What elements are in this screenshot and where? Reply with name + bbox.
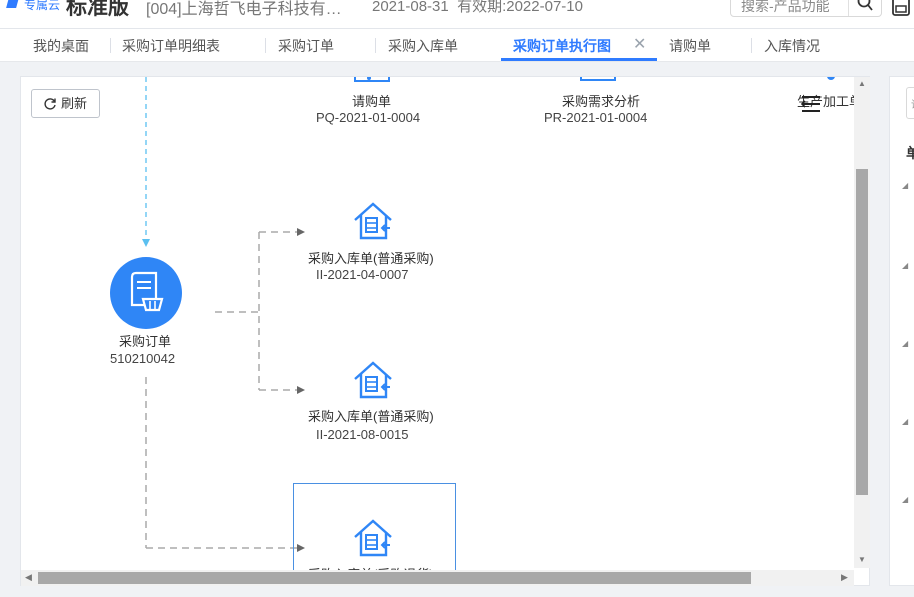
date-info: 2021-08-31 有效期:2022-07-10: [372, 0, 583, 16]
tab-divider: [751, 38, 752, 53]
tab-receipt-status[interactable]: 入库情况: [764, 38, 820, 54]
tab-divider: [265, 38, 266, 53]
node-label-receipt-1: 采购入库单(普通采购): [308, 251, 434, 266]
node-code-purchase-order[interactable]: 510210042: [110, 351, 176, 366]
warehouse-receipt-icon[interactable]: [352, 200, 394, 242]
purchase-order-icon: [130, 271, 164, 312]
side-panel-title: 单: [906, 143, 914, 163]
node-code-demand-analysis[interactable]: PR-2021-01-0004: [544, 110, 648, 125]
search-box: [730, 0, 882, 17]
production-icon: [827, 77, 835, 80]
caret-icon[interactable]: ◢: [902, 495, 909, 504]
requisition-icon: [354, 77, 390, 82]
warehouse-receipt-icon[interactable]: [352, 359, 394, 401]
execution-graph-panel: 刷新 请购单 PQ-2021-01-0004 采购需求分析 PR-2021-01…: [20, 76, 870, 586]
save-icon[interactable]: [892, 0, 910, 16]
edition-label: 标准版: [66, 0, 129, 19]
arrow-right-icon: [297, 386, 305, 394]
horizontal-scrollbar[interactable]: ◀ ▶: [21, 570, 854, 586]
refresh-icon: [44, 98, 56, 110]
root-node-purchase-order[interactable]: [110, 257, 182, 329]
scroll-right-icon[interactable]: ▶: [841, 572, 848, 582]
scroll-up-icon[interactable]: ▲: [858, 79, 866, 88]
arrow-right-icon: [297, 544, 305, 552]
active-tab-indicator: [501, 58, 657, 61]
search-input[interactable]: [739, 0, 851, 15]
brand-name: 专属云: [24, 0, 61, 12]
caret-icon[interactable]: ◢: [902, 181, 909, 190]
refresh-label: 刷新: [61, 96, 88, 111]
scroll-down-icon[interactable]: ▼: [858, 555, 866, 564]
node-label-receipt-2: 采购入库单(普通采购): [308, 409, 434, 424]
tab-requisition[interactable]: 请购单: [669, 38, 711, 54]
tab-po-execution-graph[interactable]: 采购订单执行图: [513, 38, 611, 54]
flow-connectors: [142, 77, 305, 552]
scroll-left-icon[interactable]: ◀: [25, 572, 32, 582]
tab-divider: [375, 38, 376, 53]
right-side-panel: 请 单 ◢ ◢ ◢ ◢ ◢: [889, 76, 914, 586]
caret-icon[interactable]: ◢: [902, 261, 909, 270]
node-code-requisition[interactable]: PQ-2021-01-0004: [316, 110, 421, 125]
horizontal-scroll-thumb[interactable]: [38, 572, 751, 584]
menu-toggle-icon[interactable]: [801, 95, 823, 113]
node-label-demand-analysis: 采购需求分析: [562, 94, 641, 109]
node-code-receipt-2[interactable]: II-2021-08-0015: [316, 427, 409, 442]
caret-icon[interactable]: ◢: [902, 339, 909, 348]
vertical-scroll-thumb[interactable]: [856, 169, 868, 495]
tab-divider: [110, 38, 111, 53]
arrow-down-icon: [142, 239, 150, 247]
tab-purchase-order[interactable]: 采购订单: [278, 38, 334, 54]
node-label-requisition: 请购单: [352, 94, 392, 109]
selected-node-receipt-3[interactable]: [293, 483, 456, 585]
caret-icon[interactable]: ◢: [902, 417, 909, 426]
top-header: 专属云 标准版 [004]上海哲飞电子科技有… 2021-08-31 有效期:2…: [0, 0, 914, 29]
company-selector[interactable]: [004]上海哲飞电子科技有…: [146, 1, 342, 18]
side-panel-input-hint: 请: [911, 96, 914, 111]
tab-po-detail-report[interactable]: 采购订单明细表: [122, 38, 220, 54]
validity-date: 有效期:2022-07-10: [457, 0, 583, 15]
warehouse-receipt-icon[interactable]: [352, 517, 394, 559]
node-label-purchase-order: 采购订单: [119, 334, 172, 349]
refresh-button[interactable]: 刷新: [31, 89, 100, 118]
node-code-receipt-1[interactable]: II-2021-04-0007: [316, 267, 409, 282]
tab-bar: 我的桌面 采购订单明细表 采购订单 采购入库单 采购订单执行图 请购单 入库情况: [0, 29, 914, 62]
arrow-right-icon: [297, 228, 305, 236]
tab-my-desktop[interactable]: 我的桌面: [33, 38, 89, 54]
service-date: 2021-08-31: [372, 0, 449, 15]
tab-close-icon[interactable]: ✕: [633, 36, 647, 53]
tab-purchase-receipt[interactable]: 采购入库单: [388, 38, 458, 54]
search-button[interactable]: [848, 0, 881, 16]
side-panel-input[interactable]: 请: [906, 87, 914, 119]
brand-logo-icon: [6, 0, 20, 8]
vertical-scrollbar[interactable]: ▲ ▼: [854, 77, 870, 568]
search-icon: [857, 0, 873, 11]
demand-analysis-icon: [580, 77, 616, 81]
